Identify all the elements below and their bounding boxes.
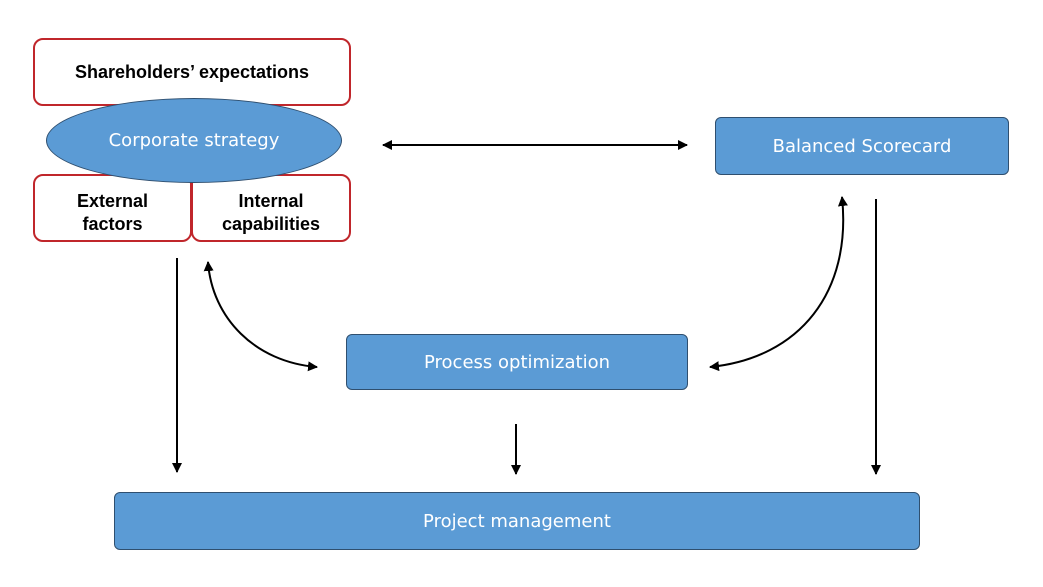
process-optimization-box: Process optimization	[346, 334, 688, 390]
external-factors-box: External factors	[33, 174, 192, 242]
project-management-box: Project management	[114, 492, 920, 550]
internal-capabilities-box: Internal capabilities	[191, 174, 351, 242]
shareholders-expectations-label: Shareholders’ expectations	[74, 61, 310, 82]
shareholders-expectations-box: Shareholders’ expectations	[33, 38, 351, 106]
project-management-label: Project management	[423, 510, 611, 532]
balanced-scorecard-box: Balanced Scorecard	[715, 117, 1009, 175]
process-optimization-label: Process optimization	[424, 351, 610, 373]
balanced-scorecard-label: Balanced Scorecard	[772, 135, 952, 157]
internal-capabilities-label: Internal capabilities	[221, 191, 321, 234]
arrow-internal-capabilities-process	[203, 261, 318, 372]
corporate-strategy-ellipse: Corporate strategy	[46, 98, 342, 183]
arrow-scorecard-process	[709, 196, 848, 372]
external-factors-label: External factors	[76, 191, 149, 234]
corporate-strategy-label: Corporate strategy	[108, 130, 280, 151]
